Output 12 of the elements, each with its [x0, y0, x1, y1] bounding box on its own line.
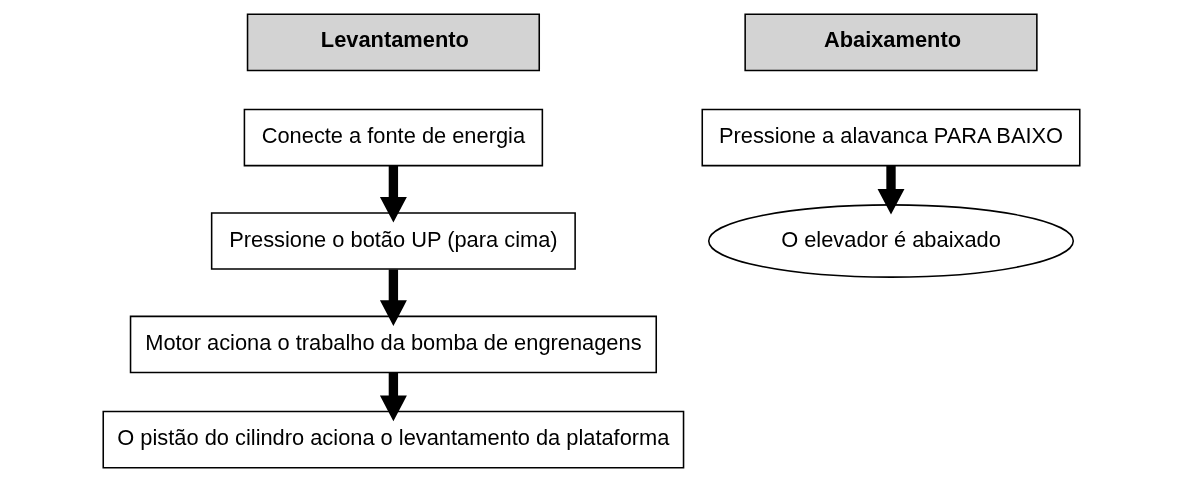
node-box: Conecte a fonte de energia — [243, 108, 543, 167]
node-box: Pressione o botão UP (para cima) — [210, 212, 576, 270]
arrow — [379, 269, 407, 326]
node-box: Pressione a alavanca PARA BAIXO — [701, 108, 1081, 167]
node-box: O pistão do cilindro aciona o levantamento da plataforma — [101, 410, 684, 469]
node-box: Motor aciona o trabalho da bomba de engrenagens — [129, 315, 657, 374]
arrow — [379, 165, 407, 223]
node-box: Abaixamento — [743, 13, 1038, 72]
arrow — [877, 165, 904, 215]
node-ellipse: O elevador é abaixado — [707, 204, 1074, 278]
node-box: Levantamento — [246, 13, 540, 72]
arrow — [379, 372, 407, 422]
